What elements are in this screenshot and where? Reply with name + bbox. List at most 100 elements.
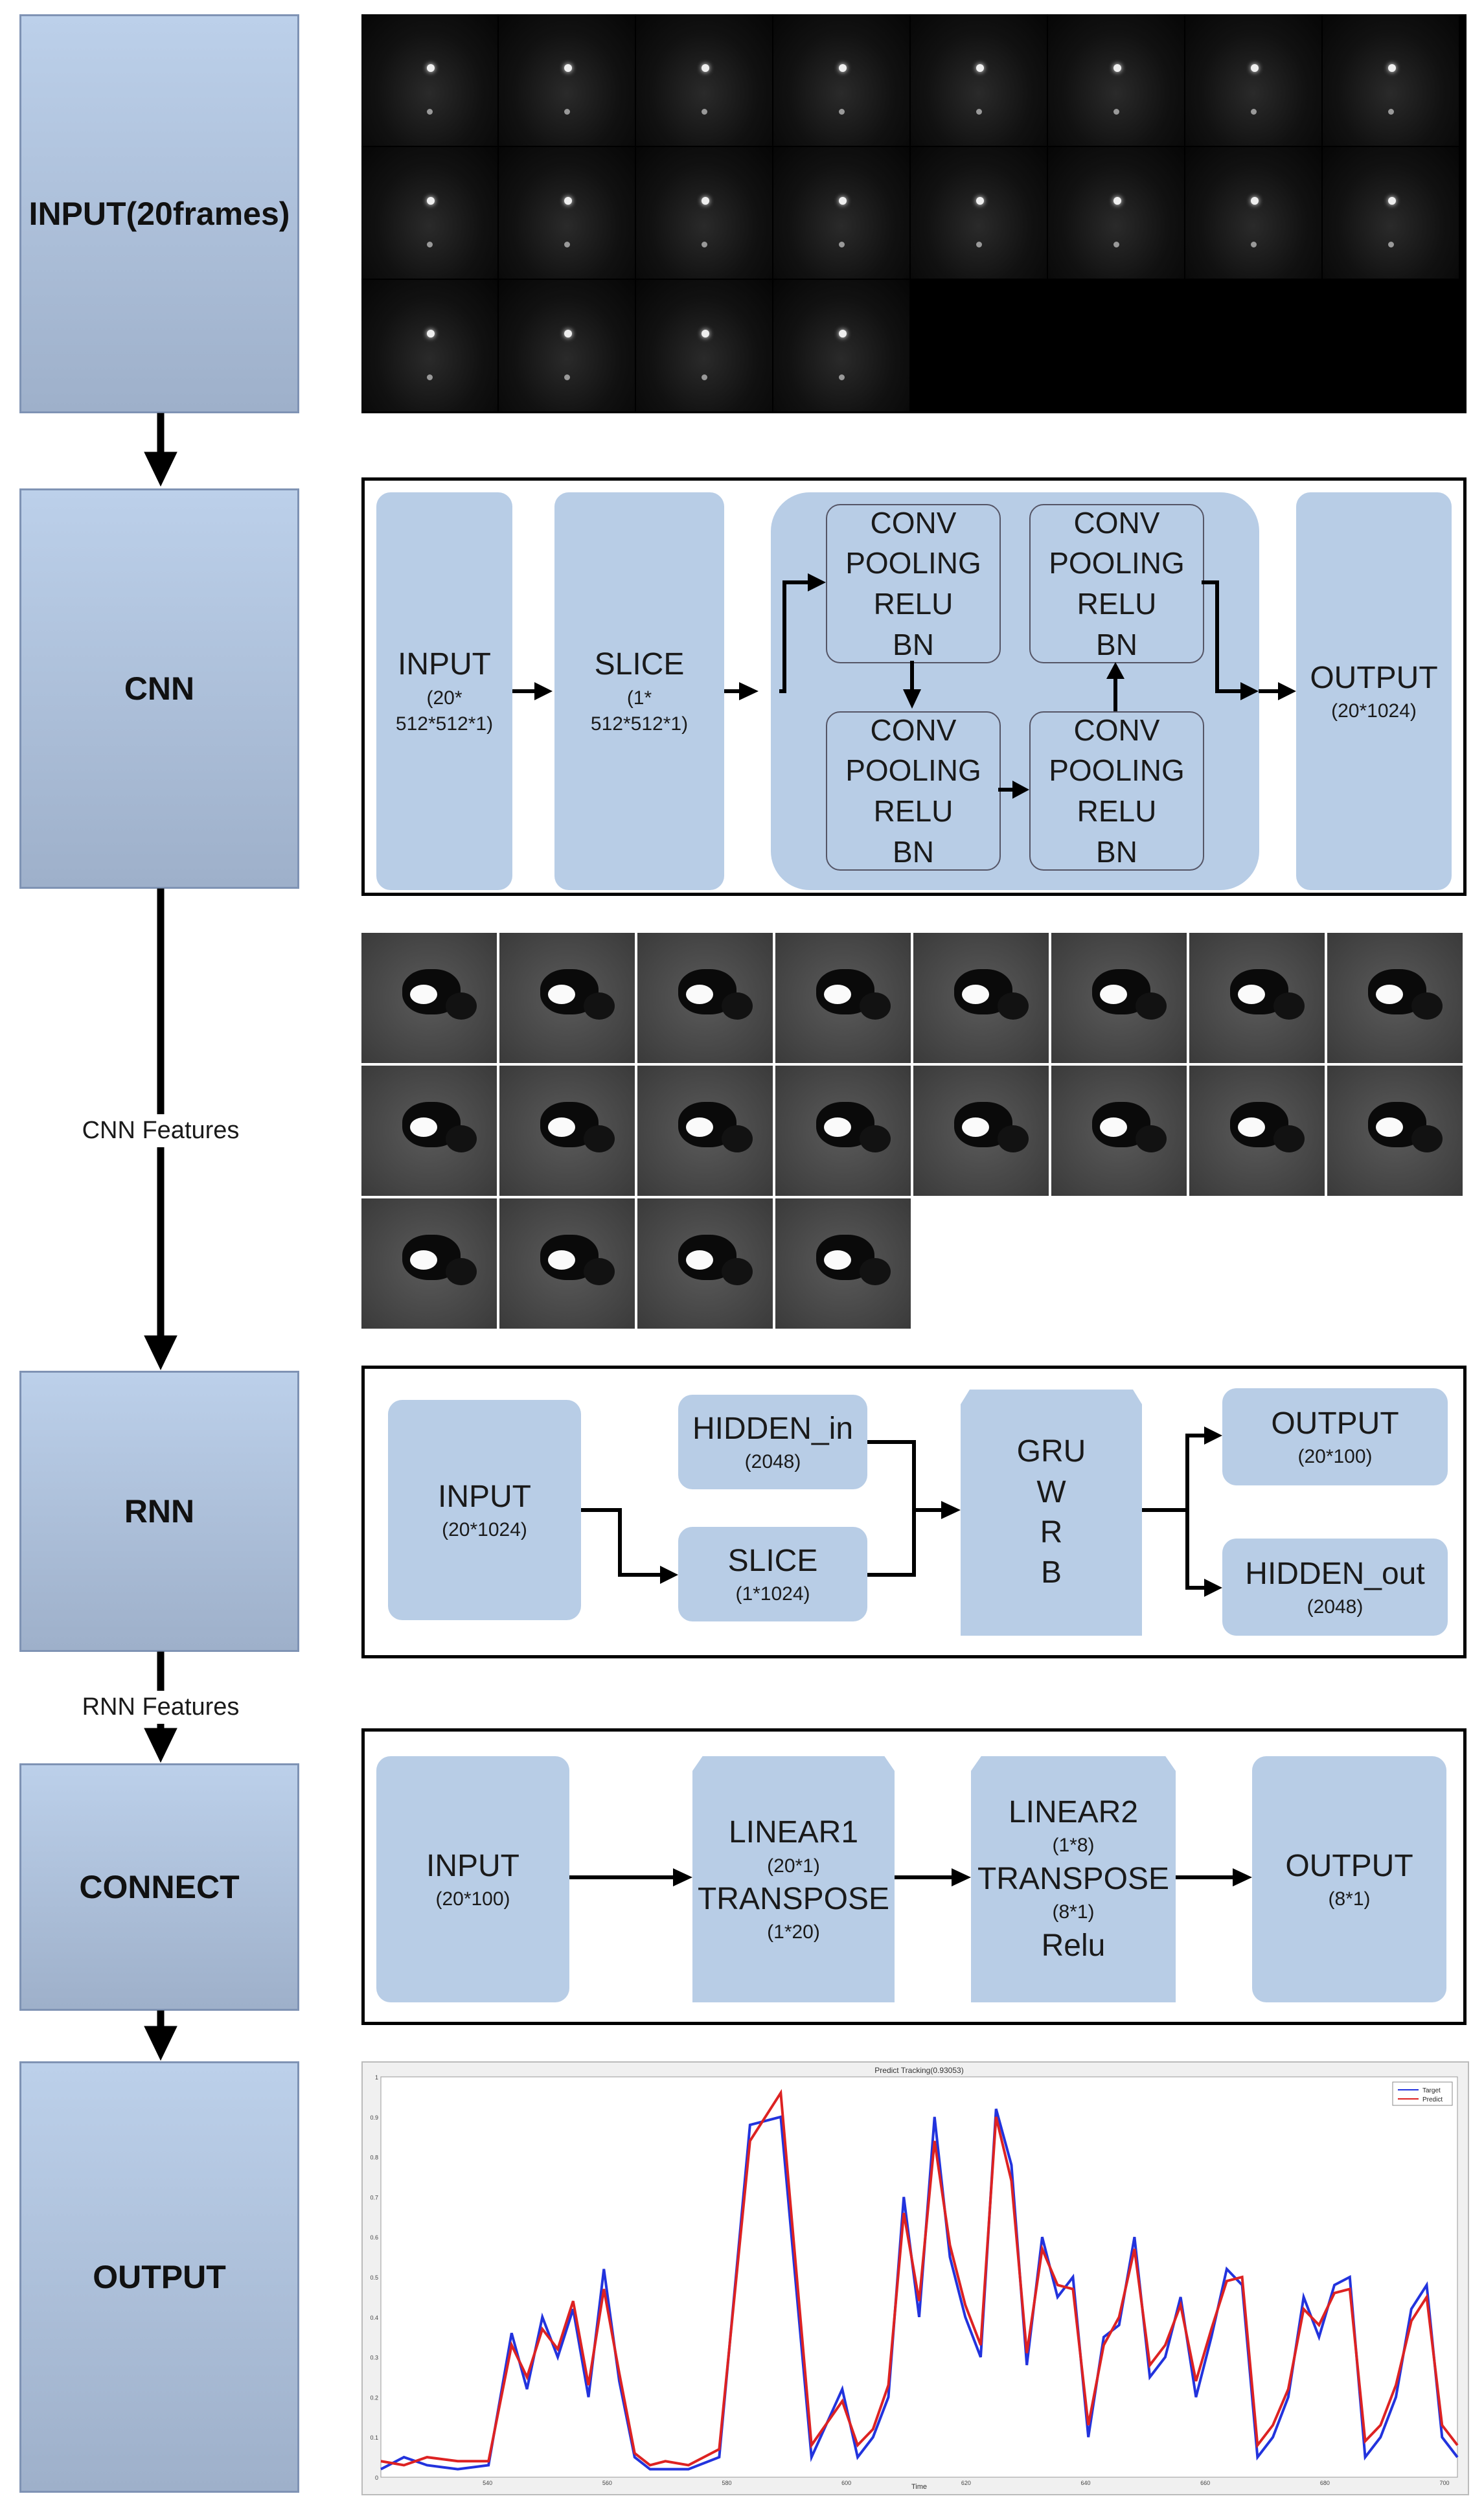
cnn-feature-map (1327, 933, 1463, 1063)
input-frame (499, 14, 635, 146)
input-frames-montage (361, 14, 1467, 413)
input-frame (773, 14, 909, 146)
legend-box (1392, 2081, 1453, 2106)
rnn-output-block: OUTPUT (20*100) (1222, 1388, 1448, 1485)
x-tick-label: 640 (1080, 2480, 1090, 2486)
rnn-hidden-in-block: HIDDEN_in (2048) (678, 1395, 867, 1489)
connect-panel: INPUT (20*100) LINEAR1 (20*1) TRANSPOSE … (361, 1728, 1467, 2025)
input-frame (361, 280, 497, 411)
cnn-feature-map (775, 1198, 911, 1329)
x-tick-label: 660 (1200, 2480, 1210, 2486)
cnn-feature-map (637, 933, 773, 1063)
cnn-feature-map (361, 933, 497, 1063)
cnn-feature-map (775, 1066, 911, 1196)
stage-flow-arrows (144, 413, 177, 2061)
input-frame (636, 14, 772, 146)
cnn-feature-map (499, 1198, 635, 1329)
input-frame (1048, 147, 1184, 279)
cnn-feature-map (913, 933, 1049, 1063)
cnn-panel: INPUT (20* 512*512*1) SLICE (1* 512*512*… (361, 477, 1467, 896)
connect-linear2-block: LINEAR2 (1*8) TRANSPOSE (8*1) Relu (971, 1756, 1176, 2002)
cnn-features-montage (361, 933, 1467, 1332)
y-tick-label: 0.3 (370, 2355, 378, 2361)
y-tick-label: 0.5 (370, 2274, 378, 2281)
legend-label: Target (1422, 2087, 1441, 2094)
input-frame (773, 280, 909, 411)
input-frame (1323, 14, 1459, 146)
y-tick-label: 0.8 (370, 2155, 378, 2161)
cnn-feature-map (1327, 1066, 1463, 1196)
stage-rnn: RNN (19, 1371, 299, 1652)
x-tick-label: 620 (961, 2480, 971, 2486)
input-frame (773, 147, 909, 279)
y-tick-label: 0.9 (370, 2114, 378, 2121)
input-frame (1185, 14, 1321, 146)
cnn-feature-map (361, 1198, 497, 1329)
cnn-feature-map (1051, 1066, 1187, 1196)
flow-label-cnn-features: CNN Features (0, 1114, 321, 1147)
input-frame (361, 14, 497, 146)
input-frame (636, 147, 772, 279)
cnn-feature-map (637, 1198, 773, 1329)
rnn-panel: INPUT (20*1024) HIDDEN_in (2048) SLICE (… (361, 1366, 1467, 1658)
cnn-feature-map (361, 1066, 497, 1196)
x-tick-label: 680 (1320, 2480, 1330, 2486)
cnn-input-block: INPUT (20* 512*512*1) (376, 492, 512, 890)
x-tick-label: 600 (841, 2480, 851, 2486)
connect-output-block: OUTPUT (8*1) (1252, 1756, 1446, 2002)
prediction-chart-svg: Predict Tracking(0.93053)Time00.10.20.30… (370, 2066, 1459, 2491)
input-frame (361, 147, 497, 279)
plot-area (380, 2076, 1458, 2478)
stage-connect: CONNECT (19, 1763, 299, 2011)
rnn-arrows (581, 1426, 1222, 1597)
cnn-feature-map (775, 933, 911, 1063)
connect-arrows (569, 1868, 1252, 1886)
input-frame (911, 14, 1047, 146)
legend-label: Predict (1422, 2096, 1443, 2103)
rnn-input-block: INPUT (20*1024) (388, 1400, 581, 1620)
cnn-feature-map (1189, 933, 1325, 1063)
cnn-feature-map (1051, 933, 1187, 1063)
rnn-hidden-out-block: HIDDEN_out (2048) (1222, 1539, 1448, 1636)
cnn-output-block: OUTPUT (20*1024) (1296, 492, 1452, 890)
x-tick-label: 560 (602, 2480, 612, 2486)
y-tick-label: 0.6 (370, 2234, 378, 2241)
stage-input: INPUT(20frames) (19, 14, 299, 413)
y-tick-label: 1 (375, 2074, 378, 2081)
stage-output: OUTPUT (19, 2061, 299, 2493)
cnn-feature-map (499, 1066, 635, 1196)
input-frame (636, 280, 772, 411)
x-axis-label: Time (911, 2483, 927, 2491)
y-tick-label: 0.4 (370, 2315, 378, 2321)
connect-input-block: INPUT (20*100) (376, 1756, 569, 2002)
y-tick-label: 0.2 (370, 2394, 378, 2401)
y-tick-label: 0.7 (370, 2194, 378, 2201)
y-tick-label: 0.1 (370, 2434, 378, 2441)
cnn-slice-block: SLICE (1* 512*512*1) (554, 492, 724, 890)
series-line-predict (380, 2089, 1459, 2467)
input-frame (1185, 147, 1321, 279)
rnn-slice-block: SLICE (1*1024) (678, 1527, 867, 1621)
cnn-feature-map (913, 1066, 1049, 1196)
cnn-arrows (512, 573, 1296, 799)
cnn-feature-map (637, 1066, 773, 1196)
input-frame (499, 147, 635, 279)
x-tick-label: 540 (483, 2480, 492, 2486)
connect-linear1-block: LINEAR1 (20*1) TRANSPOSE (1*20) (692, 1756, 895, 2002)
cnn-feature-map (499, 933, 635, 1063)
x-tick-label: 700 (1439, 2480, 1449, 2486)
input-frame (1323, 147, 1459, 279)
x-tick-label: 580 (722, 2480, 731, 2486)
input-frame (911, 147, 1047, 279)
input-frame (1048, 14, 1184, 146)
input-frame (499, 280, 635, 411)
stage-cnn: CNN (19, 488, 299, 889)
y-tick-label: 0 (375, 2475, 378, 2481)
flow-label-rnn-features: RNN Features (0, 1691, 321, 1724)
